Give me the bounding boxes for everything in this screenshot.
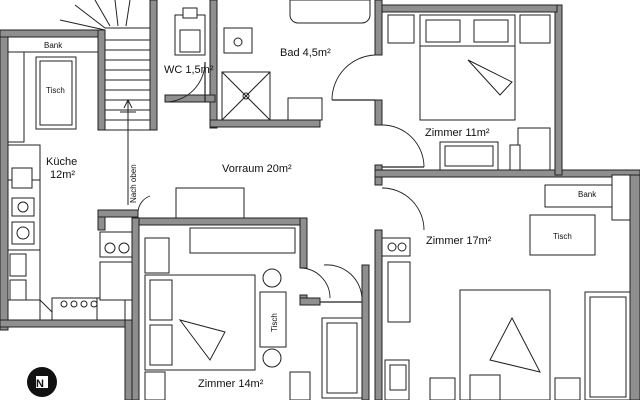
kitchen-area: 12m²	[50, 169, 75, 181]
kitchen-name: Küche	[46, 156, 77, 168]
stair-label: Nach oben	[129, 164, 138, 203]
room-zimmer-14: Tisch Zimmer 14m²	[144, 227, 363, 400]
bathroom: Bad 4,5m²	[221, 0, 376, 121]
room-zimmer-17: Bank Tisch Zimmer 17m²	[381, 174, 631, 400]
tisch-mid-label: Tisch	[270, 313, 279, 332]
hallway: Vorraum 20m²	[137, 163, 363, 303]
tisch-right-label: Tisch	[553, 232, 572, 241]
zimmer11-label: Zimmer 11m²	[425, 127, 490, 139]
vorraum-label: Vorraum 20m²	[222, 163, 292, 175]
tisch-left-label: Tisch	[46, 86, 65, 95]
wc-label: WC 1,5m²	[164, 64, 214, 76]
compass-icon: N	[27, 367, 57, 397]
zimmer14-label: Zimmer 14m²	[198, 378, 264, 390]
bank-top-label: Bank	[44, 41, 63, 50]
zimmer17-label: Zimmer 17m²	[426, 235, 492, 247]
kitchen: Bank Tisch Küche 12m²	[7, 36, 133, 321]
staircase: Nach oben	[59, 0, 151, 205]
compass-letter: N	[36, 378, 44, 390]
room-zimmer-11: Zimmer 11m²	[381, 14, 551, 171]
bank-right-label: Bank	[578, 190, 597, 199]
bad-label: Bad 4,5m²	[280, 47, 331, 59]
wc: WC 1,5m²	[164, 7, 214, 103]
